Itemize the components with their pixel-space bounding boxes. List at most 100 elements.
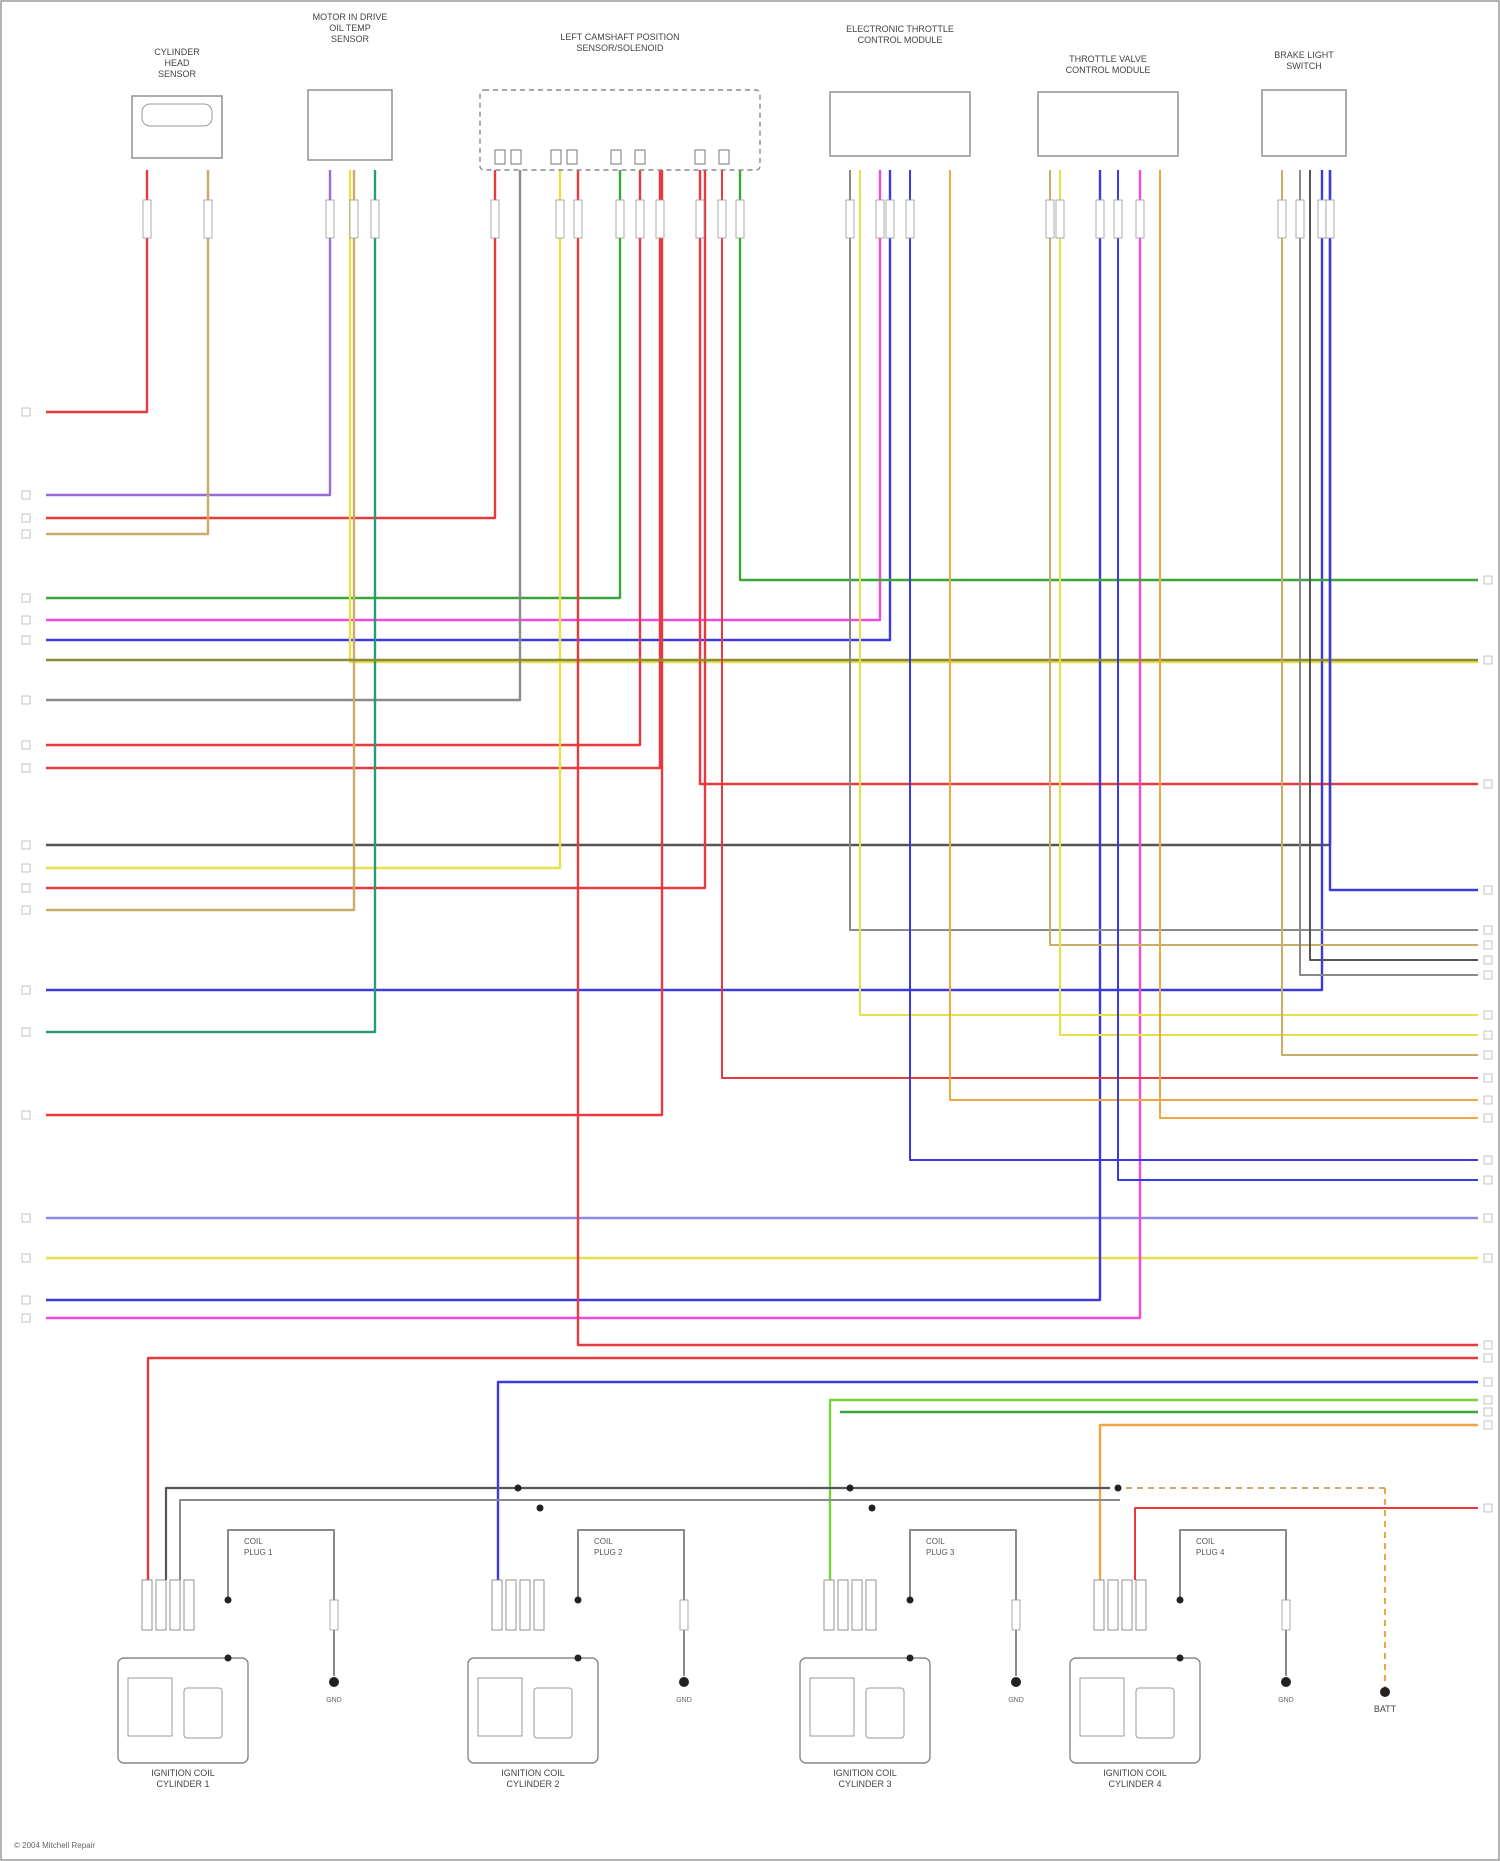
ground-label: GND <box>326 1697 342 1704</box>
ground-label-line: GND <box>326 1697 342 1704</box>
component-label-line: SENSOR <box>331 34 370 44</box>
component-label-line: SENSOR/SOLENOID <box>576 43 664 53</box>
wire-tag <box>1296 200 1304 238</box>
component-label-line: CONTROL MODULE <box>1066 65 1151 75</box>
pin-marker <box>22 1254 30 1262</box>
component-c5 <box>1038 92 1178 156</box>
coil-label-line: CYLINDER 2 <box>506 1779 559 1789</box>
pin-marker <box>22 636 30 644</box>
coil-label: IGNITION COILCYLINDER 4 <box>1103 1768 1167 1789</box>
pin-marker <box>1484 1051 1492 1059</box>
component-label-line: MOTOR IN DRIVE <box>313 12 388 22</box>
component-label-line: SWITCH <box>1286 61 1322 71</box>
component-c4 <box>830 92 970 156</box>
pin-marker <box>22 1214 30 1222</box>
coil-connector-pin <box>184 1580 194 1630</box>
coil-winding <box>478 1678 522 1736</box>
sensor-element <box>142 104 212 126</box>
ground-label-line: GND <box>1008 1697 1024 1704</box>
connector-pin <box>635 150 645 164</box>
wire-tag <box>330 1600 338 1630</box>
coil-plug-label-line: PLUG 3 <box>926 1548 955 1557</box>
splice-dot <box>907 1597 914 1604</box>
wire-tag <box>656 200 664 238</box>
wire-tag <box>1114 200 1122 238</box>
coil-connector-pin <box>866 1580 876 1630</box>
wire-tag <box>616 200 624 238</box>
component-label-line: CONTROL MODULE <box>858 35 943 45</box>
coil-core <box>866 1688 904 1738</box>
coil-connector-pin <box>1122 1580 1132 1630</box>
coil-connector-pin <box>1108 1580 1118 1630</box>
batt-terminal <box>1380 1687 1390 1697</box>
pin-marker <box>1484 926 1492 934</box>
pin-marker <box>22 986 30 994</box>
coil-label-line: IGNITION COIL <box>833 1768 897 1778</box>
pin-marker <box>1484 1504 1492 1512</box>
pin-marker <box>22 1028 30 1036</box>
wire-tag <box>1136 200 1144 238</box>
pin-marker <box>1484 956 1492 964</box>
pin-marker <box>1484 1011 1492 1019</box>
pin-marker <box>22 530 30 538</box>
coil-label-line: CYLINDER 4 <box>1108 1779 1161 1789</box>
pin-marker <box>22 764 30 772</box>
pin-marker <box>1484 780 1492 788</box>
wire-tag <box>1278 200 1286 238</box>
ground-label-line: GND <box>1278 1697 1294 1704</box>
component-label-line: LEFT CAMSHAFT POSITION <box>560 32 679 42</box>
coil-plug-label-line: COIL <box>1196 1537 1215 1546</box>
wire-tag <box>886 200 894 238</box>
pin-marker <box>1484 1176 1492 1184</box>
coil-core <box>534 1688 572 1738</box>
wire-tag <box>1282 1600 1290 1630</box>
component-label-line: OIL TEMP <box>329 23 371 33</box>
pin-marker <box>22 864 30 872</box>
wire-tag <box>846 200 854 238</box>
pin-marker <box>1484 1354 1492 1362</box>
batt-label-line: BATT <box>1374 1704 1397 1714</box>
ground-symbol <box>679 1677 689 1687</box>
connector-pin <box>495 150 505 164</box>
splice-dot <box>575 1597 582 1604</box>
component-c6 <box>1262 90 1346 156</box>
coil-connector-pin <box>506 1580 516 1630</box>
wire-tag <box>718 200 726 238</box>
connector-pin <box>695 150 705 164</box>
pin-marker <box>22 884 30 892</box>
ground-symbol <box>1281 1677 1291 1687</box>
copyright-text: © 2004 Mitchell Repair <box>14 1841 95 1850</box>
component-label-line: SENSOR <box>158 69 197 79</box>
coil-label-line: IGNITION COIL <box>501 1768 565 1778</box>
pin-marker <box>1484 1341 1492 1349</box>
pin-marker <box>22 514 30 522</box>
ground-label-line: GND <box>676 1697 692 1704</box>
connector-pin <box>719 150 729 164</box>
pin-marker <box>22 594 30 602</box>
splice-dot <box>225 1597 232 1604</box>
component-c2 <box>308 90 392 160</box>
pin-marker <box>1484 1396 1492 1404</box>
wire-tag <box>1046 200 1054 238</box>
wire-tag <box>680 1600 688 1630</box>
connector-pin <box>611 150 621 164</box>
wire-tag <box>696 200 704 238</box>
pin-marker <box>1484 1096 1492 1104</box>
coil-connector-pin <box>170 1580 180 1630</box>
wire-tag <box>736 200 744 238</box>
coil-winding <box>810 1678 854 1736</box>
ground-symbol <box>1011 1677 1021 1687</box>
pin-marker <box>22 491 30 499</box>
splice-dot <box>1115 1485 1122 1492</box>
coil-connector-pin <box>852 1580 862 1630</box>
component-label: LEFT CAMSHAFT POSITIONSENSOR/SOLENOID <box>560 32 679 53</box>
ground-symbol <box>329 1677 339 1687</box>
wire-tag <box>876 200 884 238</box>
pin-marker <box>22 1111 30 1119</box>
splice-dot <box>847 1485 854 1492</box>
pin-marker <box>1484 1074 1492 1082</box>
pin-marker <box>22 741 30 749</box>
